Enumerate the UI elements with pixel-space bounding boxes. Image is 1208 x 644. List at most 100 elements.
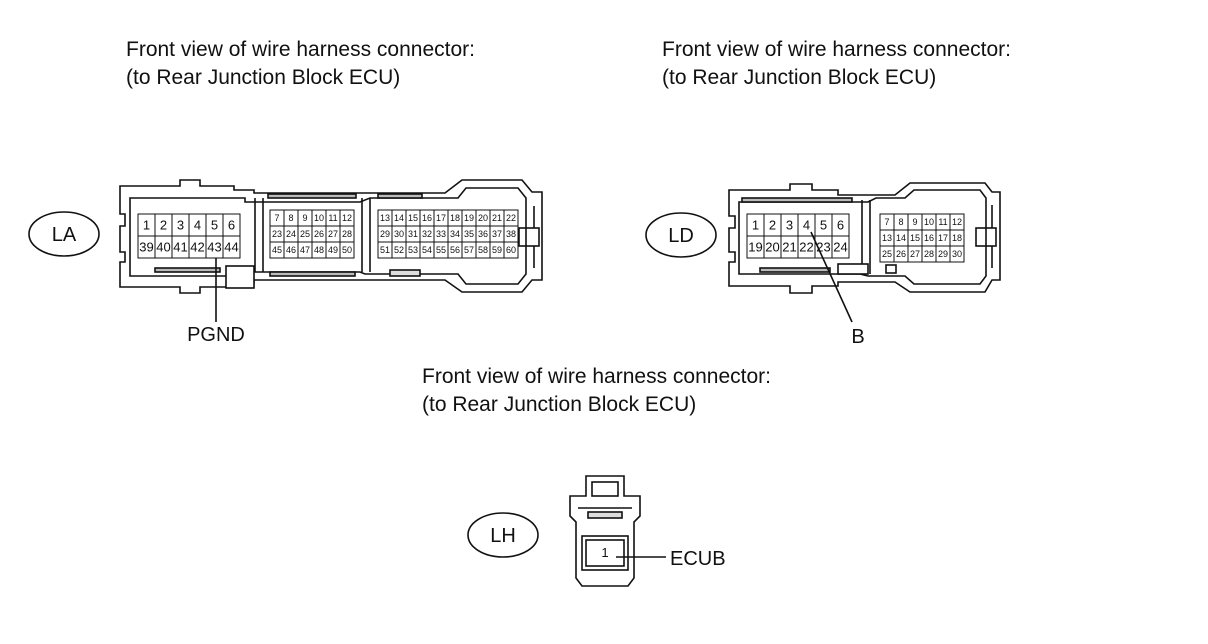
pin-number: 48	[314, 245, 324, 255]
pin-number: 46	[286, 245, 296, 255]
pin-number: 38	[506, 229, 516, 239]
pin-number: 18	[952, 233, 962, 243]
pin-number: 3	[786, 218, 793, 233]
caption-lh-line1: Front view of wire harness connector:	[422, 365, 771, 388]
pin-cell	[831, 235, 850, 259]
caption-la: Front view of wire harness connector: (t…	[126, 36, 475, 92]
pin-number: 28	[342, 229, 352, 239]
pin-number: 39	[139, 240, 153, 255]
connector-ld-rail-top	[741, 197, 853, 203]
pin-number: 32	[422, 229, 432, 239]
pin-number: 34	[450, 229, 460, 239]
pin-number: 8	[898, 217, 903, 227]
connector-ld-housing	[728, 182, 1001, 294]
pin-number: 57	[464, 245, 474, 255]
connector-ld-latch-slot	[975, 227, 997, 247]
pin-number: 14	[394, 213, 404, 223]
pin-cell	[222, 235, 241, 259]
pin-number: 15	[910, 233, 920, 243]
pin-number: 42	[190, 240, 204, 255]
pin-number: 30	[952, 249, 962, 259]
pin-number: 41	[173, 240, 187, 255]
pin-number: 23	[272, 229, 282, 239]
pin-number: 9	[302, 213, 307, 223]
pin-number: 16	[924, 233, 934, 243]
pin-number: 8	[288, 213, 293, 223]
pin-number: 58	[478, 245, 488, 255]
pin-number: 40	[156, 240, 170, 255]
pin-number: 26	[896, 249, 906, 259]
pin-number: 18	[450, 213, 460, 223]
pin-number: 14	[896, 233, 906, 243]
pin-number: 51	[380, 245, 390, 255]
pin-number: 29	[938, 249, 948, 259]
pin-number: 24	[833, 240, 847, 255]
pin-number: 4	[194, 218, 201, 233]
pin-number: 17	[436, 213, 446, 223]
connector-la-rail-bottom-2	[269, 271, 356, 277]
pin-number: 6	[837, 218, 844, 233]
caption-lh-line2: (to Rear Junction Block ECU)	[422, 393, 697, 416]
caption-ld: Front view of wire harness connector: (t…	[662, 36, 1011, 92]
pin-number: 30	[394, 229, 404, 239]
pin-number: 16	[422, 213, 432, 223]
pin-number: 37	[492, 229, 502, 239]
pin-number: 59	[492, 245, 502, 255]
caption-la-line2: (to Rear Junction Block ECU)	[126, 66, 401, 89]
connector-lh-housing	[569, 475, 641, 587]
connector-la-housing	[119, 179, 543, 294]
connector-ld-key	[837, 263, 869, 275]
pin-number: 54	[422, 245, 432, 255]
connector-lh-id: LH	[490, 525, 516, 547]
connector-lh-latch-bar	[587, 511, 623, 519]
pin-number: 2	[160, 218, 167, 233]
connector-lh-cavity	[581, 535, 629, 571]
pin-number: 56	[450, 245, 460, 255]
pin-number: 24	[286, 229, 296, 239]
pin-number: 27	[328, 229, 338, 239]
pin-number: 29	[380, 229, 390, 239]
pin-number: 4	[803, 218, 810, 233]
pin-number: 36	[478, 229, 488, 239]
pin-number: 35	[464, 229, 474, 239]
connector-la-callout: PGND	[187, 324, 245, 346]
connector-ld-rail-bottom	[759, 267, 831, 273]
pin-number: 12	[342, 213, 352, 223]
connector-la-id-oval	[28, 211, 100, 257]
pin-number: 7	[274, 213, 279, 223]
connector-ld-callout-leader	[810, 231, 853, 323]
pin-number: 45	[272, 245, 282, 255]
connector-la-rail-top	[267, 193, 357, 199]
pin-number: 15	[408, 213, 418, 223]
pin-number: 10	[314, 213, 324, 223]
connector-la-rail-bottom-3	[389, 269, 421, 277]
pin-number: 17	[938, 233, 948, 243]
connector-la-latch-slot	[518, 227, 540, 247]
caption-ld-line2: (to Rear Junction Block ECU)	[662, 66, 937, 89]
connector-lh-id-oval	[467, 512, 539, 558]
connector-la-key	[225, 265, 255, 289]
connector-lh-pin-cell	[585, 539, 625, 567]
connector-ld-id-oval	[645, 212, 717, 258]
pin-number: 25	[300, 229, 310, 239]
pin-number: 60	[506, 245, 516, 255]
pin-number: 11	[938, 217, 947, 227]
pin-number: 12	[952, 217, 962, 227]
pin-number: 1	[143, 218, 150, 233]
pin-number: 26	[314, 229, 324, 239]
pin-number: 11	[328, 213, 337, 223]
pin-number: 22	[799, 240, 813, 255]
pin-number: 43	[207, 240, 221, 255]
pin-number: 7	[884, 217, 889, 227]
pin-number: 19	[748, 240, 762, 255]
pin-number: 33	[436, 229, 446, 239]
pin-cell	[339, 241, 355, 259]
pin-cell	[949, 245, 965, 263]
pin-number: 13	[380, 213, 390, 223]
pin-number: 28	[924, 249, 934, 259]
